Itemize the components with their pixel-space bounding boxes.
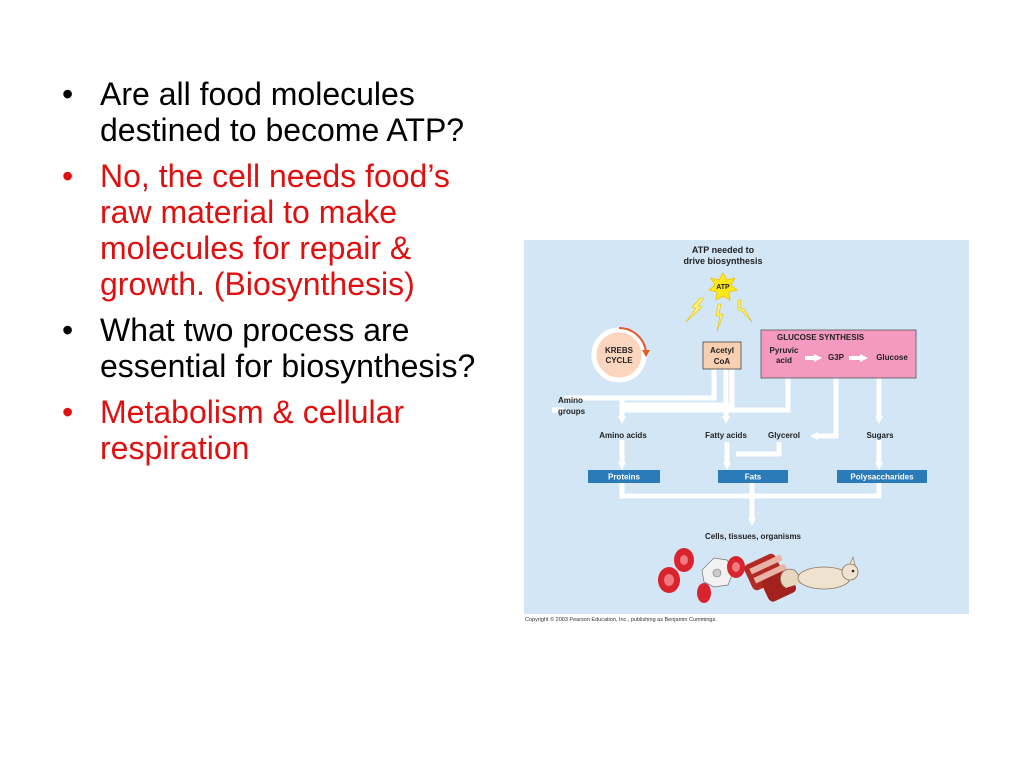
bullet-dot: • — [62, 394, 74, 430]
bullet-dot: • — [62, 158, 74, 194]
red-blood-cell-icon — [697, 583, 711, 603]
pyruvic-label: Pyruvic — [770, 346, 799, 355]
amino-groups-label-line1: Amino — [558, 396, 583, 405]
g3p-label: G3P — [828, 353, 845, 362]
bullet-text: Are all food molecules destined to becom… — [100, 76, 465, 148]
amino-groups-label-line2: groups — [558, 407, 586, 416]
amino-acids-label: Amino acids — [599, 431, 647, 440]
atp-needed-label: ATP needed to — [692, 245, 755, 255]
fats-box — [718, 470, 788, 483]
bullet-question-atp: • Are all food molecules destined to bec… — [62, 76, 502, 148]
krebs-cycle: KREBS CYCLE — [591, 326, 650, 383]
bullet-answer-raw-material: • No, the cell needs food’s raw material… — [62, 158, 502, 302]
glucose-label: Glucose — [876, 353, 908, 362]
biosynthesis-diagram: ATP needed to drive biosynthesis ATP — [524, 240, 969, 614]
proteins-box — [588, 470, 660, 483]
nerve-cell-icon — [701, 557, 735, 588]
bullet-dot: • — [62, 312, 74, 348]
copyright-caption: Copyright © 2003 Pearson Education, Inc.… — [525, 617, 717, 623]
bullet-text: What two process are essential for biosy… — [100, 312, 476, 384]
muscle-tissue-icon — [744, 553, 797, 602]
red-blood-cell-icon — [658, 567, 680, 593]
fatty-acids-label: Fatty acids — [705, 431, 747, 440]
polysaccharides-label: Polysaccharides — [850, 473, 914, 482]
acetyl-label: Acetyl — [710, 346, 734, 355]
red-blood-cell-icon — [674, 548, 694, 572]
drive-biosynthesis-label: drive biosynthesis — [683, 256, 762, 266]
atp-label: ATP — [716, 284, 730, 291]
acetyl-coa-box — [702, 341, 742, 370]
bullet-dot: • — [62, 76, 74, 112]
glucose-synthesis-box — [760, 329, 917, 379]
sugars-label: Sugars — [866, 431, 894, 440]
bullet-text: Metabolism & cellular respiration — [100, 394, 405, 466]
energy-bolt-icon — [685, 297, 753, 333]
red-blood-cell-icon — [727, 556, 745, 578]
squirrel-icon — [780, 556, 859, 590]
cycle-label: CYCLE — [605, 356, 633, 365]
fats-label: Fats — [745, 473, 762, 482]
glucose-synthesis-title: GLUCOSE SYNTHESIS — [777, 333, 865, 342]
bullet-question-processes: • What two process are essential for bio… — [62, 312, 502, 384]
flow-arrows — [552, 367, 883, 526]
bullet-list: • Are all food molecules destined to bec… — [62, 76, 502, 476]
coa-label: CoA — [714, 357, 731, 366]
krebs-label: KREBS — [605, 346, 634, 355]
cells-tissues-organisms-label: Cells, tissues, organisms — [705, 532, 802, 541]
glycerol-label: Glycerol — [768, 431, 800, 440]
bullet-answer-metabolism: • Metabolism & cellular respiration — [62, 394, 502, 466]
proteins-label: Proteins — [608, 473, 641, 482]
diagram-panel — [524, 240, 969, 614]
acid-label: acid — [776, 356, 792, 365]
bullet-text: No, the cell needs food’s raw material t… — [100, 158, 450, 302]
atp-star-icon: ATP — [708, 272, 738, 301]
polysaccharides-box — [837, 470, 927, 483]
